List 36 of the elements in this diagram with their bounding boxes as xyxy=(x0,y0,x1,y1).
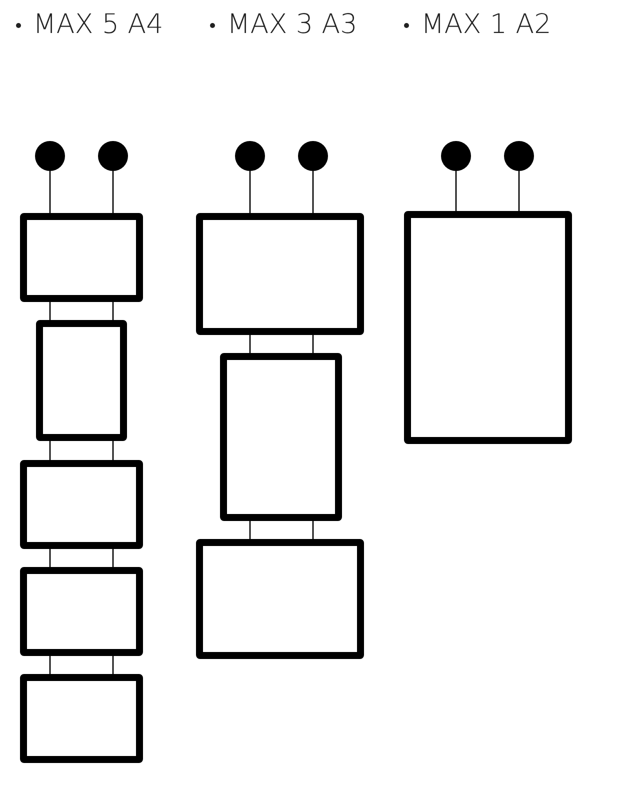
hanging-wire xyxy=(249,521,251,539)
hook-circle xyxy=(98,141,128,171)
picture-frame xyxy=(20,460,143,549)
picture-frame xyxy=(220,353,342,521)
picture-frame xyxy=(196,539,364,659)
hook-circle xyxy=(298,141,328,171)
hook-circle xyxy=(504,141,534,171)
picture-frame xyxy=(20,213,143,302)
hanging-wire xyxy=(112,171,114,213)
hanging-wire xyxy=(249,171,251,213)
picture-frame xyxy=(20,567,143,656)
hanging-wire xyxy=(112,549,114,567)
hanging-wire xyxy=(112,656,114,674)
capacity-label: MAX 3 A3 xyxy=(227,8,358,42)
picture-frame xyxy=(20,674,143,763)
hook-circle xyxy=(35,141,65,171)
hanging-wire xyxy=(112,302,114,320)
hanging-wire xyxy=(312,171,314,213)
hanging-wire xyxy=(49,302,51,320)
hanging-wire xyxy=(49,549,51,567)
hook-circle xyxy=(235,141,265,171)
hanging-wire xyxy=(112,441,114,460)
picture-frame xyxy=(404,211,572,444)
hanging-wire xyxy=(249,335,251,353)
hanging-wire xyxy=(312,521,314,539)
hanging-wire xyxy=(312,335,314,353)
hanging-wire xyxy=(455,171,457,211)
hanging-wire xyxy=(49,171,51,213)
hanging-wire xyxy=(49,656,51,674)
picture-frame xyxy=(36,320,127,441)
capacity-label: MAX 5 A4 xyxy=(33,8,164,42)
hook-circle xyxy=(441,141,471,171)
hanging-wire xyxy=(518,171,520,211)
picture-frame xyxy=(196,213,364,335)
hanging-wire xyxy=(49,441,51,460)
capacity-label: MAX 1 A2 xyxy=(421,8,552,42)
